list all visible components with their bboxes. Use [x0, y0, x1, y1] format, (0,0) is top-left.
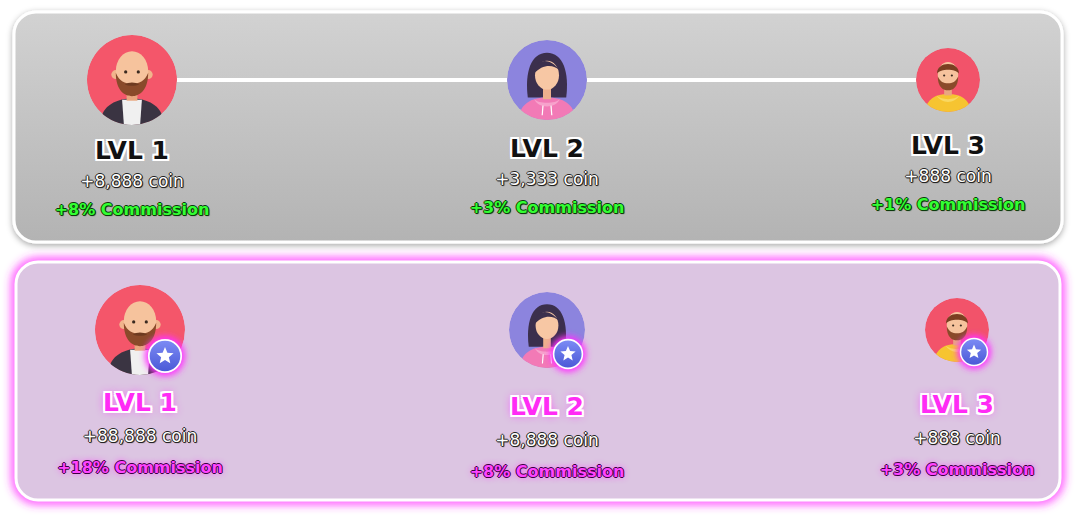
- bottom-panel: [16, 262, 1060, 500]
- coin-reward: +888 coin: [871, 161, 1026, 191]
- avatar-bald-man: [95, 285, 185, 375]
- level-label: LVL 3: [880, 390, 1035, 420]
- star-badge: [149, 340, 181, 372]
- panel-glow: [16, 262, 1060, 500]
- coin-reward: +8,888 coin: [470, 422, 625, 458]
- level-label: LVL 1: [57, 388, 223, 418]
- avatar-woman: [507, 40, 587, 120]
- level-avatar: LVL 1+8,888 coin+8% Commission: [87, 35, 177, 125]
- commission-rate: +3% Commission: [470, 194, 625, 222]
- coin-reward: +888 coin: [880, 420, 1035, 456]
- level-avatar: LVL 1+88,888 coin+18% Commission: [95, 285, 185, 375]
- level-label: LVL 2: [470, 134, 625, 164]
- level-connector: [177, 78, 507, 82]
- badge-glow: [957, 335, 991, 369]
- level-text-group: LVL 1+8,888 coin+8% Commission: [55, 136, 210, 224]
- top-panel: [14, 12, 1062, 242]
- level-label: LVL 1: [55, 136, 210, 166]
- level-text-group: LVL 2+3,333 coin+3% Commission: [470, 134, 625, 222]
- coin-reward: +3,333 coin: [470, 164, 625, 194]
- star-badge: [961, 339, 988, 366]
- level-connector: [585, 328, 925, 332]
- badge-glow: [550, 336, 586, 372]
- level-avatar: LVL 2+3,333 coin+3% Commission: [507, 40, 587, 120]
- badge-glow: [145, 336, 185, 376]
- level-connector: [587, 78, 916, 82]
- level-label: LVL 2: [470, 392, 625, 422]
- commission-rate: +8% Commission: [55, 196, 210, 224]
- commission-rate: +18% Commission: [57, 454, 223, 482]
- level-connector: [185, 328, 509, 332]
- commission-rate: +8% Commission: [470, 458, 625, 486]
- level-avatar: LVL 2+8,888 coin+8% Commission: [509, 292, 585, 368]
- coin-reward: +88,888 coin: [57, 418, 223, 454]
- star-badge: [554, 340, 583, 369]
- coin-reward: +8,888 coin: [55, 166, 210, 196]
- level-text-group: LVL 1+88,888 coin+18% Commission: [57, 388, 223, 482]
- avatar-woman: [509, 292, 585, 368]
- level-avatar: LVL 3+888 coin+3% Commission: [925, 298, 989, 362]
- commission-rate: +1% Commission: [871, 191, 1026, 219]
- avatar-bearded-man: [916, 48, 980, 112]
- level-text-group: LVL 2+8,888 coin+8% Commission: [470, 392, 625, 486]
- level-text-group: LVL 3+888 coin+3% Commission: [880, 390, 1035, 484]
- level-label: LVL 3: [871, 131, 1026, 161]
- level-text-group: LVL 3+888 coin+1% Commission: [871, 131, 1026, 219]
- commission-rate: +3% Commission: [880, 456, 1035, 484]
- level-avatar: LVL 3+888 coin+1% Commission: [916, 48, 980, 112]
- avatar-bald-man: [87, 35, 177, 125]
